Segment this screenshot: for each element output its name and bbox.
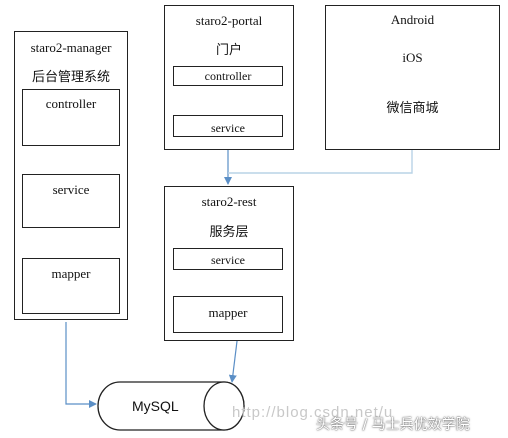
- rest-mapper-box: [173, 296, 283, 333]
- portal-controller-box: [173, 66, 283, 86]
- manager-mapper-label: mapper: [51, 266, 91, 281]
- rest-title: staro2-rest: [201, 194, 257, 209]
- arrow-rest-mapper-to-mysql: [228, 332, 239, 383]
- rest-mapper-label: mapper: [208, 305, 248, 320]
- watermark-site: http://blog.csdn.net/u: [232, 404, 394, 421]
- manager-controller-box: [22, 89, 120, 146]
- clients-box: [325, 5, 500, 150]
- manager-service-label: service: [52, 182, 90, 197]
- portal-service-label: service: [211, 121, 245, 135]
- line-clients-to-rest: [228, 150, 413, 174]
- manager-title: staro2-manager: [30, 40, 112, 55]
- manager-controller-label: controller: [45, 96, 97, 111]
- manager-mapper-box: [22, 258, 120, 314]
- client-ios: iOS: [402, 50, 423, 65]
- rest-service-box: [173, 248, 283, 270]
- portal-service-box: [173, 115, 283, 137]
- client-wechat-mall: 微信商城: [386, 101, 439, 116]
- mysql-cylinder-icon: [97, 381, 245, 431]
- rest-subtitle: 服务层: [209, 225, 249, 240]
- client-android: Android: [390, 12, 435, 27]
- rest-service-label: service: [211, 253, 245, 267]
- portal-subtitle: 门户: [215, 43, 242, 58]
- arrow-manager-mapper-to-mysql: [65, 322, 97, 408]
- watermark-brand: 头条号 / 马士兵优效学院: [316, 417, 470, 433]
- portal-controller-label: controller: [204, 69, 252, 83]
- mysql-label: MySQL: [132, 398, 179, 414]
- manager-subtitle: 后台管理系统: [31, 70, 110, 85]
- portal-title: staro2-portal: [195, 13, 263, 28]
- manager-service-box: [22, 174, 120, 228]
